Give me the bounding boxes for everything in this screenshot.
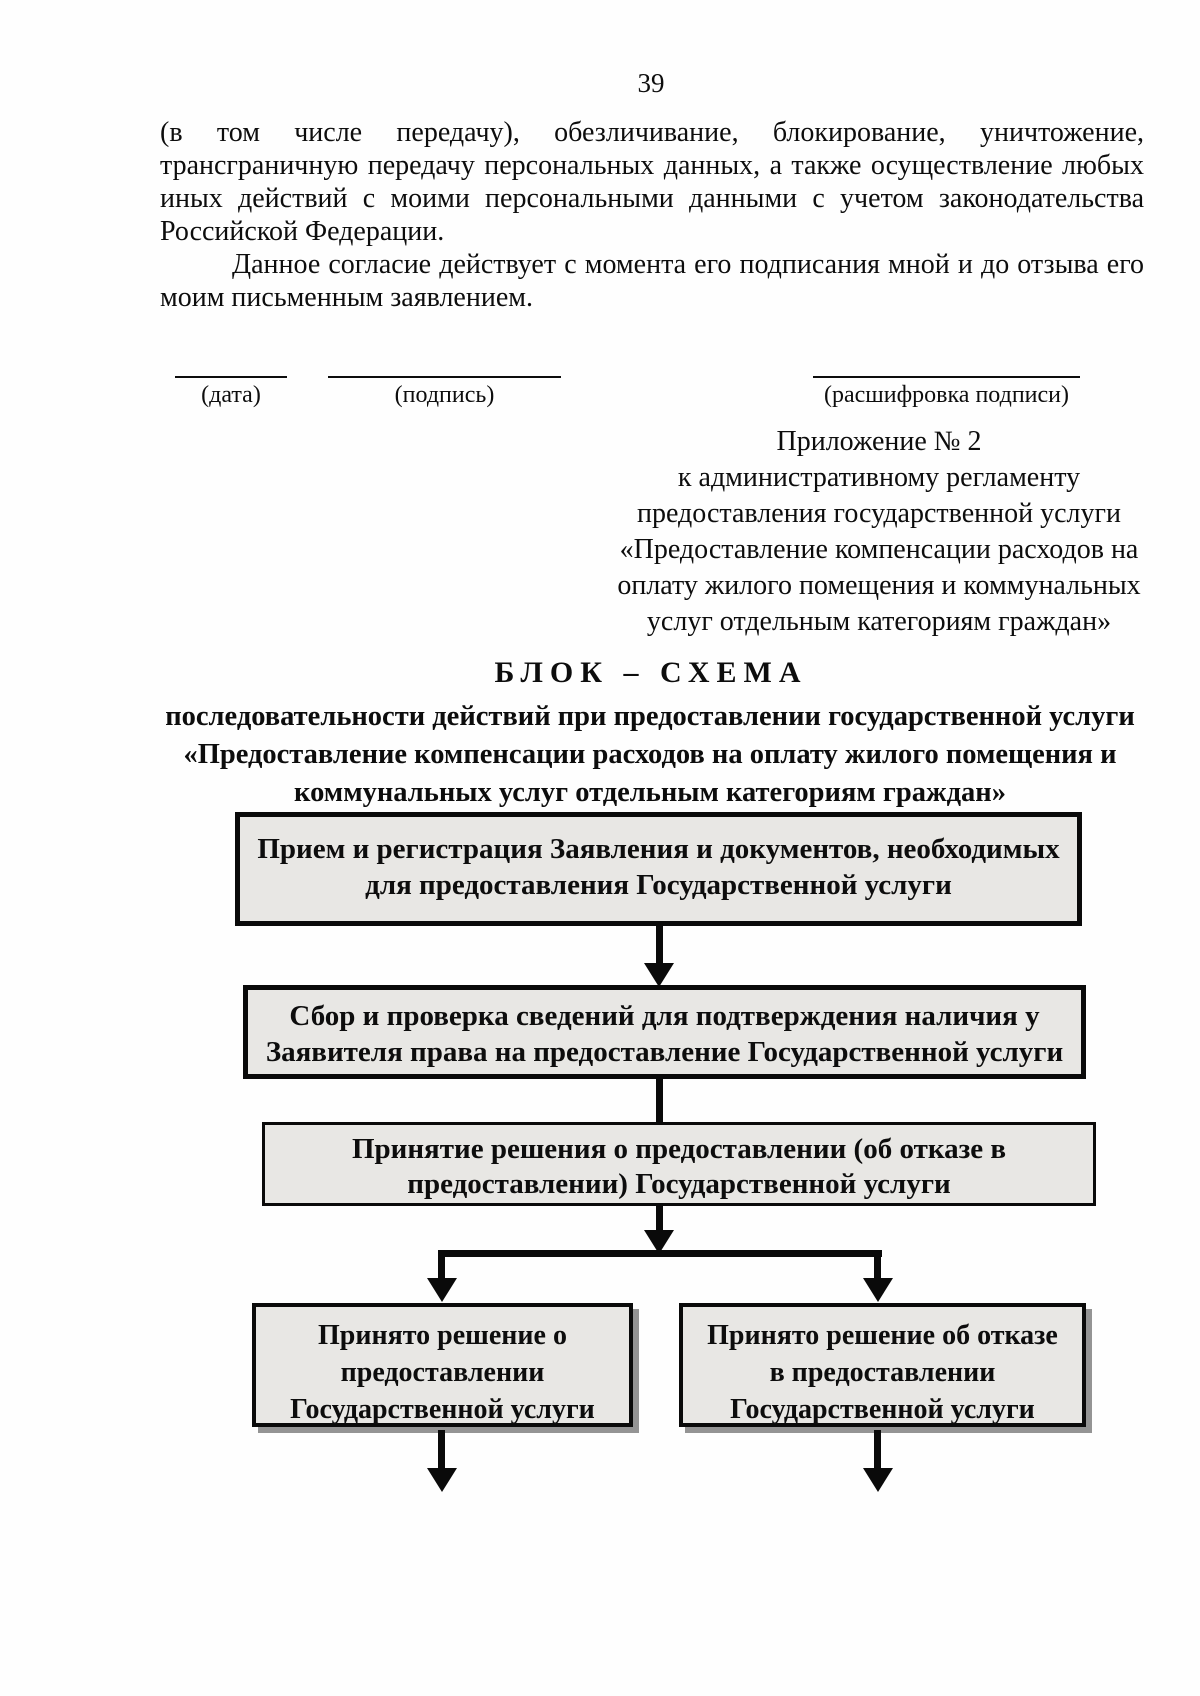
flowchart-step-verification: Сбор и проверка сведений для подтвержден… xyxy=(243,985,1086,1079)
flowchart-step-reception-line: Прием и регистрация Заявления и документ… xyxy=(257,833,1060,865)
flowchart-step-decision: Принятие решения о предоставлении (об от… xyxy=(262,1122,1096,1206)
flow-branch-left-shaft xyxy=(438,1250,445,1280)
appendix-line: Приложение № 2 xyxy=(776,426,982,457)
flowchart-outcome-refused-line: Государственной услуги xyxy=(730,1394,1035,1425)
flowchart-outcome-granted-line: предоставлении xyxy=(340,1357,545,1388)
signature-date-label: (дата) xyxy=(201,382,261,408)
appendix-line: оплату жилого помещения и коммунальных xyxy=(617,570,1141,601)
flowchart-outcome-refused-line: в предоставлении xyxy=(769,1357,996,1388)
flowchart-step-reception: Прием и регистрация Заявления и документ… xyxy=(235,812,1082,926)
flow-branch-right-head xyxy=(863,1278,893,1302)
flowchart-outcome-refused: Принято решение об отказе в предоставлен… xyxy=(679,1303,1086,1427)
appendix-line: услуг отдельным категориям граждан» xyxy=(646,606,1112,637)
appendix-line: предоставления государственной услуги xyxy=(637,498,1121,529)
flowchart-step-verification-line: Сбор и проверка сведений для подтвержден… xyxy=(289,1000,1040,1032)
flowchart-subtitle-line: последовательности действий при предоста… xyxy=(165,701,1135,732)
flowchart-outcome-granted: Принято решение о предоставлении Государ… xyxy=(252,1303,633,1427)
appendix-line: к административному регламенту xyxy=(677,462,1081,493)
signature-decipher-label: (расшифровка подписи) xyxy=(824,382,1069,408)
appendix-line: «Предоставление компенсации расходов на xyxy=(619,534,1139,565)
flowchart-title: БЛОК – СХЕМА xyxy=(494,656,808,689)
flow-arrow-1-shaft xyxy=(656,924,663,966)
flow-exit-right-shaft xyxy=(874,1430,881,1470)
consent-text-block: (в том числе передачу), обезличивание, б… xyxy=(160,116,1144,314)
flow-exit-left-head xyxy=(427,1468,457,1492)
flowchart-step-decision-line: предоставлении) Государственной услуги xyxy=(407,1168,951,1200)
flow-exit-left-shaft xyxy=(438,1430,445,1470)
consent-paragraph-1: (в том числе передачу), обезличивание, б… xyxy=(160,117,1144,247)
appendix-heading: Приложение № 2 к административному регла… xyxy=(598,424,1160,640)
flow-exit-right-head xyxy=(863,1468,893,1492)
flowchart-subtitle-line: «Предоставление компенсации расходов на … xyxy=(183,739,1117,770)
flowchart-subtitle-line: коммунальных услуг отдельным категориям … xyxy=(294,777,1006,808)
flow-branch-left-head xyxy=(427,1278,457,1302)
signature-sign-line: (подпись) xyxy=(328,376,561,409)
flow-branch-line xyxy=(442,1250,882,1257)
flowchart-step-reception-line: для предоставления Государственной услуг… xyxy=(365,869,952,901)
page-number: 39 xyxy=(637,68,665,98)
flowchart-step-decision-line: Принятие решения о предоставлении (об от… xyxy=(351,1133,1007,1165)
flow-arrow-1-head xyxy=(644,963,674,987)
flowchart-outcome-granted-line: Принято решение о xyxy=(318,1320,567,1351)
signature-date-line: (дата) xyxy=(175,376,287,409)
consent-paragraph-2: Данное согласие действует с момента его … xyxy=(160,249,1144,313)
flow-arrow-2-shaft xyxy=(656,1204,663,1234)
flow-connector-2 xyxy=(656,1077,663,1123)
signature-sign-label: (подпись) xyxy=(394,382,495,408)
flowchart-outcome-granted-line: Государственной услуги xyxy=(290,1394,595,1425)
flow-branch-right-shaft xyxy=(874,1250,881,1280)
flowchart-subtitle: последовательности действий при предоста… xyxy=(110,698,1190,812)
flowchart-outcome-refused-line: Принято решение об отказе xyxy=(707,1320,1058,1351)
flowchart-step-verification-line: Заявителя права на предоставление Госуда… xyxy=(265,1036,1064,1068)
signature-decipher-line: (расшифровка подписи) xyxy=(813,376,1080,409)
